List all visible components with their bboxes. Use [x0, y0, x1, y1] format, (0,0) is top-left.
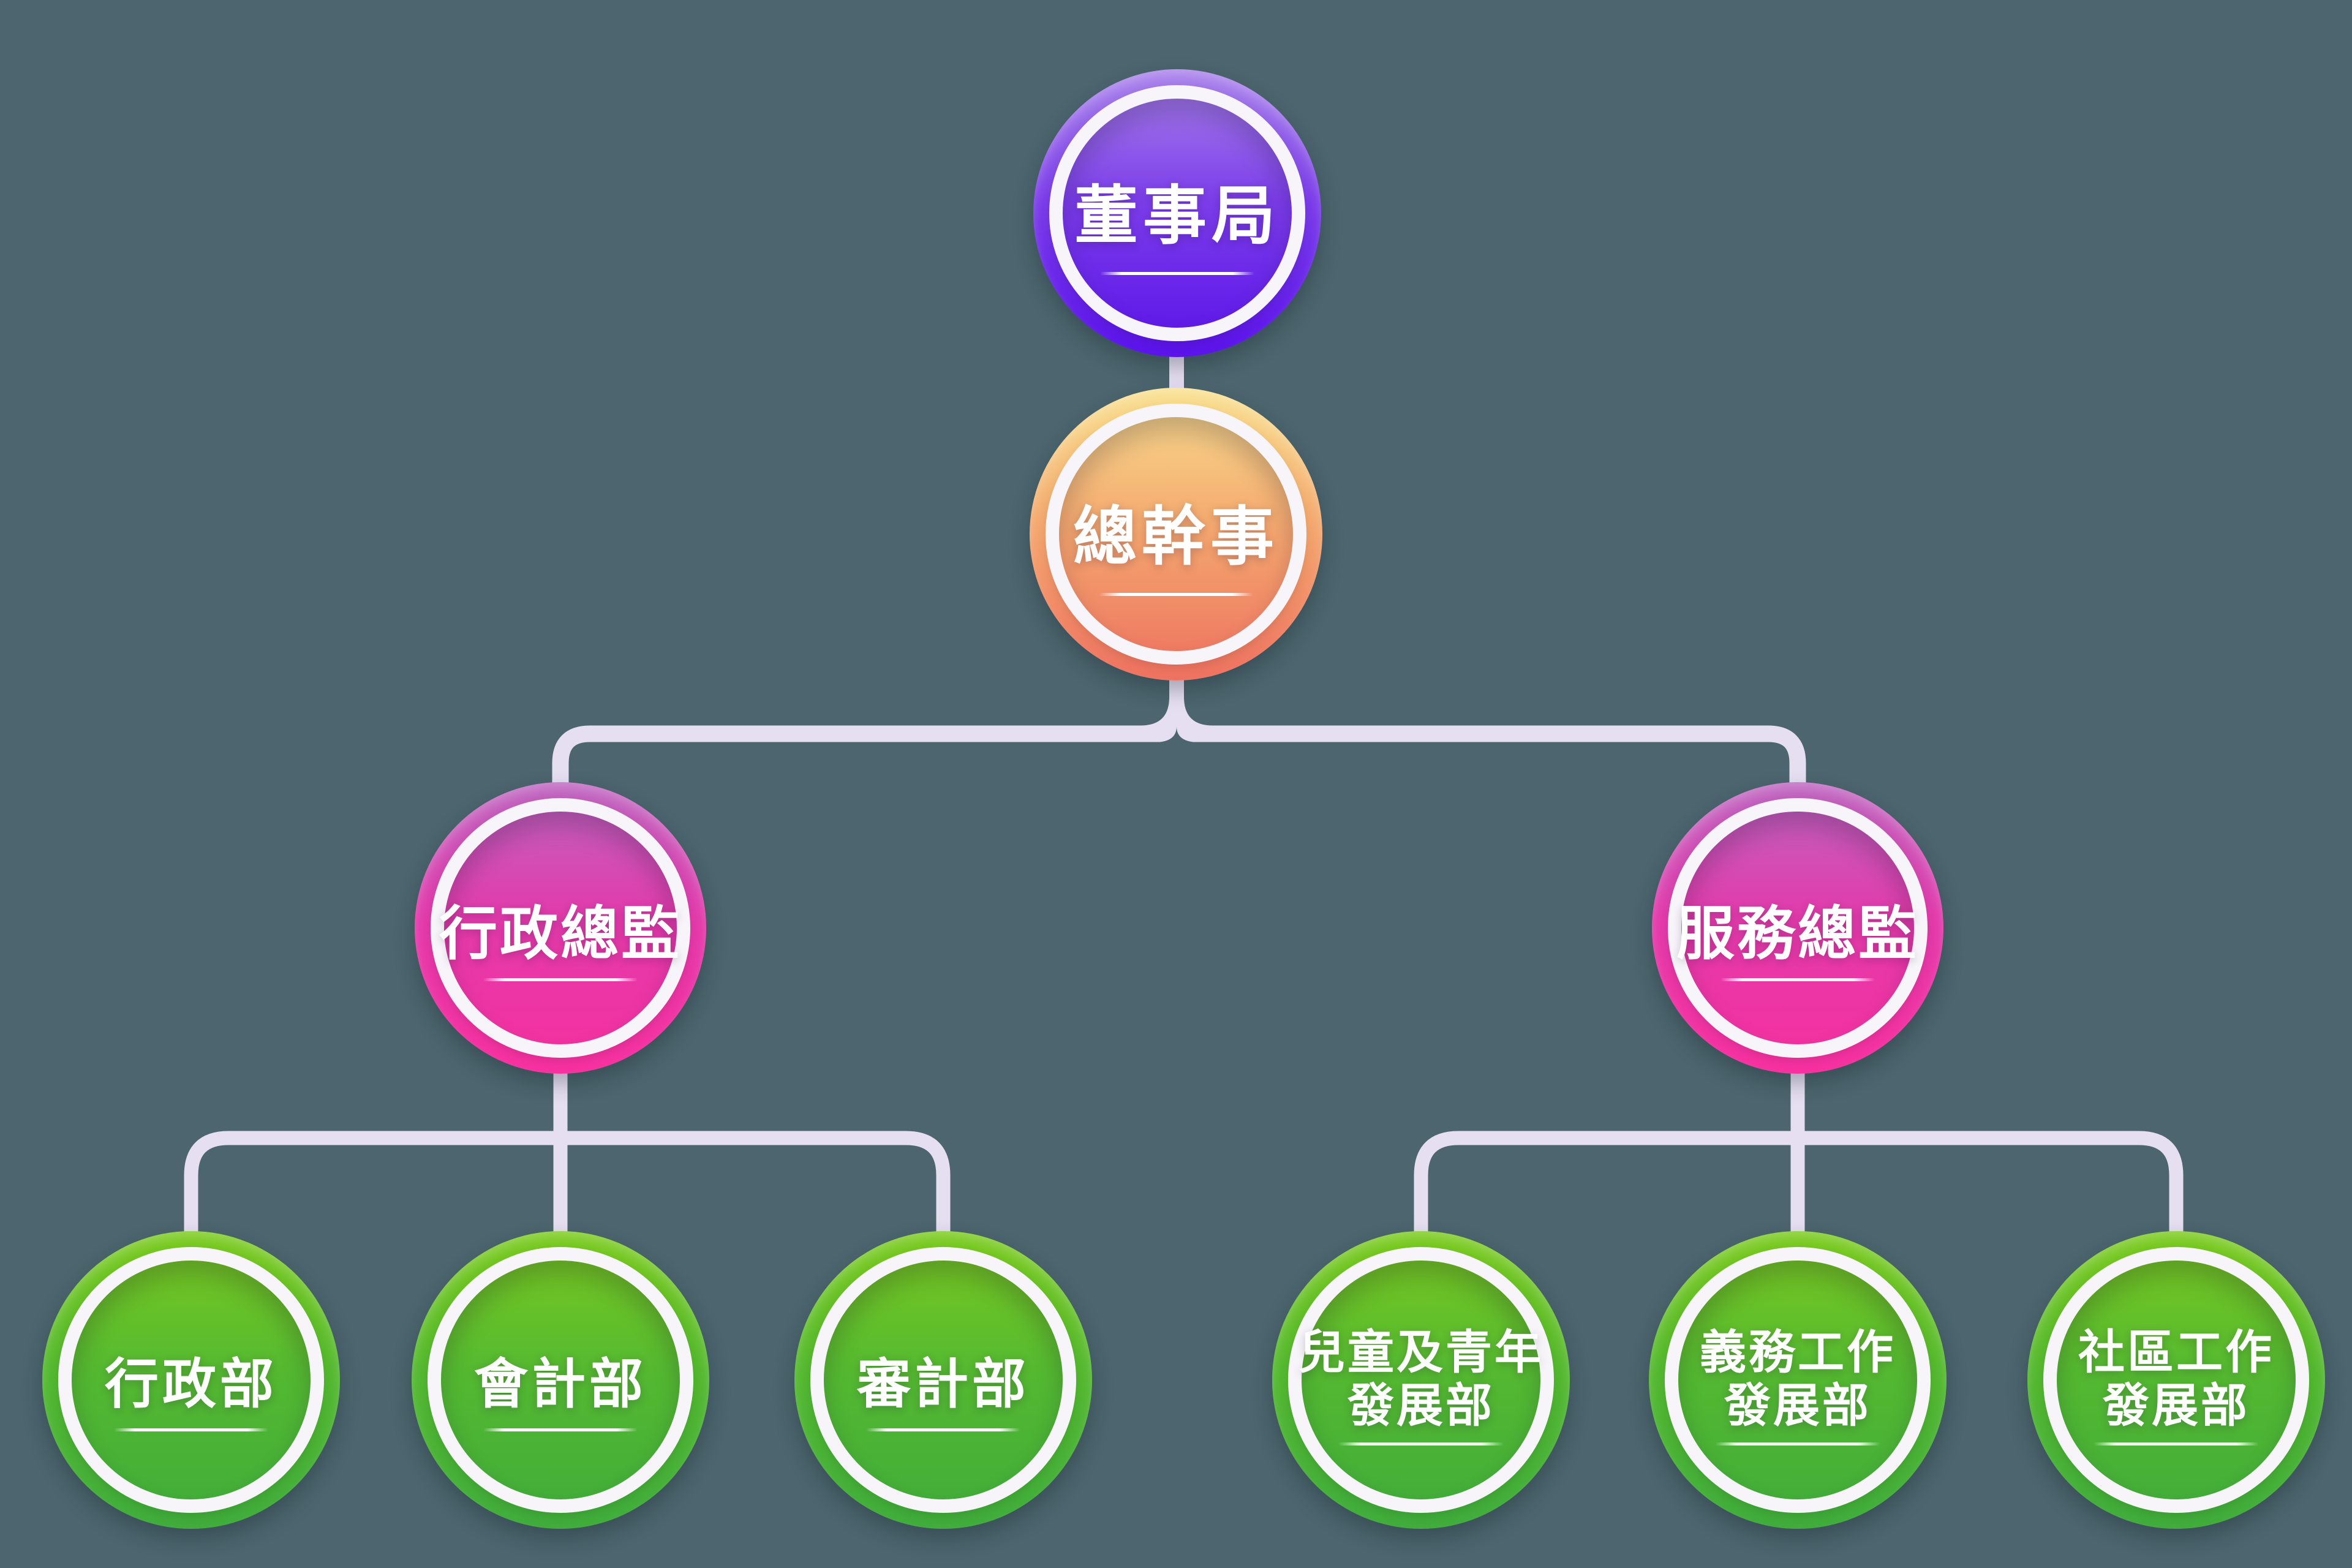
node-service-director: 服務總監 — [1652, 782, 1943, 1074]
junction-notch — [1154, 726, 1199, 744]
label-underline — [114, 1428, 268, 1431]
connector-service-bar — [1414, 1131, 2184, 1256]
node-label: 兒童及青年 發展部 — [1298, 1327, 1544, 1433]
label-underline — [2094, 1442, 2259, 1446]
node-label: 會計部 — [473, 1354, 647, 1414]
label-underline — [1721, 978, 1875, 981]
node-label-line: 義務工作 — [1700, 1326, 1896, 1379]
node-label: 行政總監 — [439, 902, 682, 967]
label-underline — [1338, 1442, 1504, 1446]
node-label-line: 發展部 — [1724, 1379, 1871, 1432]
node-community-dept: 社區工作 發展部 — [2027, 1231, 2325, 1529]
label-underline — [1099, 593, 1253, 596]
node-label-line: 發展部 — [1348, 1379, 1494, 1432]
node-accounting-dept: 會計部 — [412, 1231, 709, 1529]
node-chief-executive: 總幹事 — [1030, 388, 1322, 680]
node-volunteer-dept: 義務工作 發展部 — [1649, 1231, 1947, 1529]
node-label: 社區工作 發展部 — [2078, 1327, 2274, 1433]
node-children-youth-dept: 兒童及青年 發展部 — [1272, 1231, 1570, 1529]
node-admin-director: 行政總監 — [415, 782, 706, 1074]
label-underline — [483, 978, 638, 981]
node-label: 服務總監 — [1676, 902, 1919, 967]
connector-directors-bar — [552, 725, 1806, 802]
connector-admin-bar — [184, 1131, 951, 1256]
node-label: 行政部 — [104, 1354, 277, 1414]
label-underline — [1100, 272, 1254, 275]
label-underline — [483, 1428, 638, 1431]
node-admin-dept: 行政部 — [42, 1231, 340, 1529]
junction-fillet-right — [1184, 697, 1213, 726]
node-label-line: 社區工作 — [2078, 1326, 2274, 1379]
node-label: 董事局 — [1074, 181, 1280, 252]
junction-fillet-left — [1140, 697, 1169, 726]
node-label: 義務工作 發展部 — [1700, 1327, 1896, 1433]
node-board: 董事局 — [1033, 69, 1321, 357]
node-label-line: 兒童及青年 — [1298, 1326, 1544, 1379]
label-underline — [1715, 1442, 1880, 1446]
node-label: 總幹事 — [1072, 502, 1279, 573]
node-label: 審計部 — [856, 1354, 1030, 1414]
node-audit-dept: 審計部 — [794, 1231, 1092, 1529]
label-underline — [866, 1428, 1020, 1431]
node-label-line: 發展部 — [2103, 1379, 2250, 1432]
